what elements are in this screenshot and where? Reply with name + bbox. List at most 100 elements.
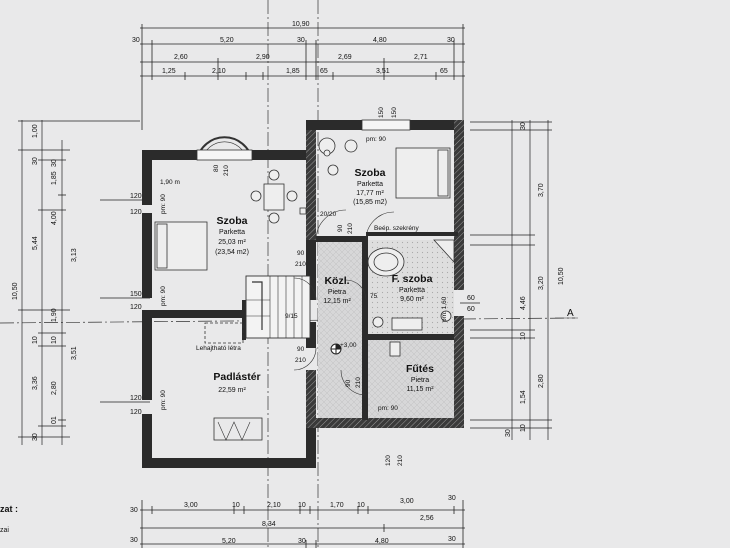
- svg-text:10: 10: [51, 336, 58, 344]
- svg-text:10: 10: [520, 332, 527, 340]
- svg-text:120: 120: [130, 193, 142, 200]
- svg-text:150: 150: [130, 291, 142, 298]
- svg-text:30: 30: [447, 37, 455, 44]
- svg-text:3,20: 3,20: [538, 276, 545, 290]
- svg-text:12,15 m²: 12,15 m²: [323, 298, 351, 305]
- room-f-szoba: F. szoba Parketta 9,60 m²: [392, 273, 433, 303]
- svg-text:5,20: 5,20: [222, 538, 236, 545]
- svg-text:25,03 m²: 25,03 m²: [218, 239, 246, 246]
- svg-text:30: 30: [298, 538, 306, 545]
- note-door-mark-150a: 150: [378, 107, 385, 118]
- top-dimension-chains: 10,90 30 5,20 30 4,80 30 2,60 2,90 2,69 …: [132, 21, 465, 130]
- note-door-mark-150b: 150: [391, 107, 398, 118]
- svg-text:1,00: 1,00: [32, 124, 39, 138]
- svg-text:30: 30: [130, 537, 138, 544]
- svg-text:2,90: 2,90: [256, 54, 270, 61]
- note-pm90-left-3: pm: 90: [160, 390, 167, 410]
- svg-text:17,77 m²: 17,77 m²: [356, 190, 384, 197]
- note-door-9-15: 9/15: [285, 313, 298, 320]
- note-door-mark-120: 120: [385, 455, 392, 466]
- axis-label-a: A: [567, 308, 574, 319]
- svg-text:3,70: 3,70: [538, 183, 545, 197]
- svg-text:1,85: 1,85: [286, 68, 300, 75]
- staircase: [245, 275, 311, 339]
- note-door-90-d: 90: [337, 224, 344, 232]
- margin-label-zat: zat :: [0, 504, 18, 514]
- svg-text:30: 30: [505, 429, 512, 437]
- note-window-190: 1,90 m: [160, 179, 180, 186]
- note-ladder: Lehajtható létra: [196, 345, 241, 352]
- svg-text:2,60: 2,60: [174, 54, 188, 61]
- bottom-dimension-chains: 30 3,00 10 2,10 10 1,70 10 3,00 30 8,34 …: [130, 495, 465, 548]
- svg-text:2,10: 2,10: [212, 68, 226, 75]
- svg-text:120: 120: [130, 409, 142, 416]
- level-marker: [330, 343, 342, 355]
- svg-text:F. szoba: F. szoba: [392, 273, 433, 285]
- svg-text:Szoba: Szoba: [217, 215, 248, 227]
- svg-text:Padlástér: Padlástér: [213, 371, 260, 383]
- note-pm90-left-1: pm: 90: [160, 194, 167, 214]
- svg-text:5,44: 5,44: [32, 236, 39, 250]
- note-door-mark-210: 210: [397, 455, 404, 466]
- note-pm160: pm: 1,60: [441, 296, 448, 322]
- svg-text:2,69: 2,69: [338, 54, 352, 61]
- svg-text:Fűtés: Fűtés: [406, 363, 434, 375]
- svg-text:1,70: 1,70: [330, 502, 344, 509]
- margin-label-zai: zai: [0, 527, 9, 534]
- room-szoba-right: Szoba Parketta 17,77 m² (15,85 m2): [353, 167, 387, 206]
- note-door-75: 75: [370, 293, 378, 300]
- svg-text:120: 120: [130, 304, 142, 311]
- svg-text:30: 30: [448, 536, 456, 543]
- svg-text:2,10: 2,10: [267, 502, 281, 509]
- table-and-chairs: [250, 169, 307, 224]
- room-padlaster: Padlástér 22,59 m²: [213, 371, 260, 394]
- svg-text:1,85: 1,85: [51, 171, 58, 185]
- boiler-room-tile-floor: [366, 340, 454, 420]
- note-pm90-left-2: pm: 90: [160, 286, 167, 306]
- svg-text:3,36: 3,36: [32, 376, 39, 390]
- svg-text:30: 30: [520, 122, 527, 130]
- svg-text:10: 10: [520, 424, 527, 432]
- svg-text:2,80: 2,80: [51, 381, 58, 395]
- svg-text:1,54: 1,54: [520, 390, 527, 404]
- svg-text:65: 65: [320, 68, 328, 75]
- window-top-right: [361, 119, 411, 131]
- svg-text:30: 30: [32, 433, 39, 441]
- svg-text:(23,54 m2): (23,54 m2): [215, 249, 249, 256]
- svg-text:3,51: 3,51: [71, 346, 78, 360]
- svg-text:Szoba: Szoba: [355, 167, 386, 179]
- svg-text:(15,85 m2): (15,85 m2): [353, 199, 387, 206]
- svg-text:1,25: 1,25: [162, 68, 176, 75]
- bed-left: [154, 221, 208, 271]
- svg-text:4,80: 4,80: [375, 538, 389, 545]
- svg-text:10,50: 10,50: [558, 267, 565, 285]
- svg-text:10,90: 10,90: [292, 21, 310, 28]
- svg-text:3,13: 3,13: [71, 248, 78, 262]
- svg-text:2,71: 2,71: [414, 54, 428, 61]
- note-door-20-20: 20/20: [320, 211, 337, 218]
- svg-text:2,56: 2,56: [420, 515, 434, 522]
- svg-text:10: 10: [357, 502, 365, 509]
- note-beepitett-szekreny: Beép. szekrény: [374, 225, 420, 232]
- svg-text:22,59 m²: 22,59 m²: [218, 387, 246, 394]
- svg-text:10,50: 10,50: [12, 282, 19, 300]
- svg-text:8,34: 8,34: [262, 521, 276, 528]
- svg-text:30: 30: [132, 37, 140, 44]
- window-top-left: [196, 149, 253, 161]
- svg-text:4,80: 4,80: [373, 37, 387, 44]
- svg-text:1,90: 1,90: [51, 308, 58, 322]
- door-swings: [293, 209, 395, 396]
- svg-text:11,15 m²: 11,15 m²: [406, 386, 434, 393]
- note-door-210-d: 210: [223, 165, 230, 176]
- svg-text:30: 30: [130, 507, 138, 514]
- note-pm90-top: pm: 90: [366, 136, 386, 143]
- svg-text:10: 10: [232, 502, 240, 509]
- svg-text:65: 65: [440, 68, 448, 75]
- svg-text:60: 60: [467, 295, 475, 302]
- attic-ladder: [204, 322, 263, 441]
- bathroom-fixtures: [367, 239, 455, 357]
- svg-text:3,51: 3,51: [376, 68, 390, 75]
- right-dimension-chains: 30 3,70 3,20 2,80 10,50 4,46 10 1,54 10 …: [460, 120, 565, 440]
- svg-text:3,00: 3,00: [400, 498, 414, 505]
- svg-text:2,80: 2,80: [538, 374, 545, 388]
